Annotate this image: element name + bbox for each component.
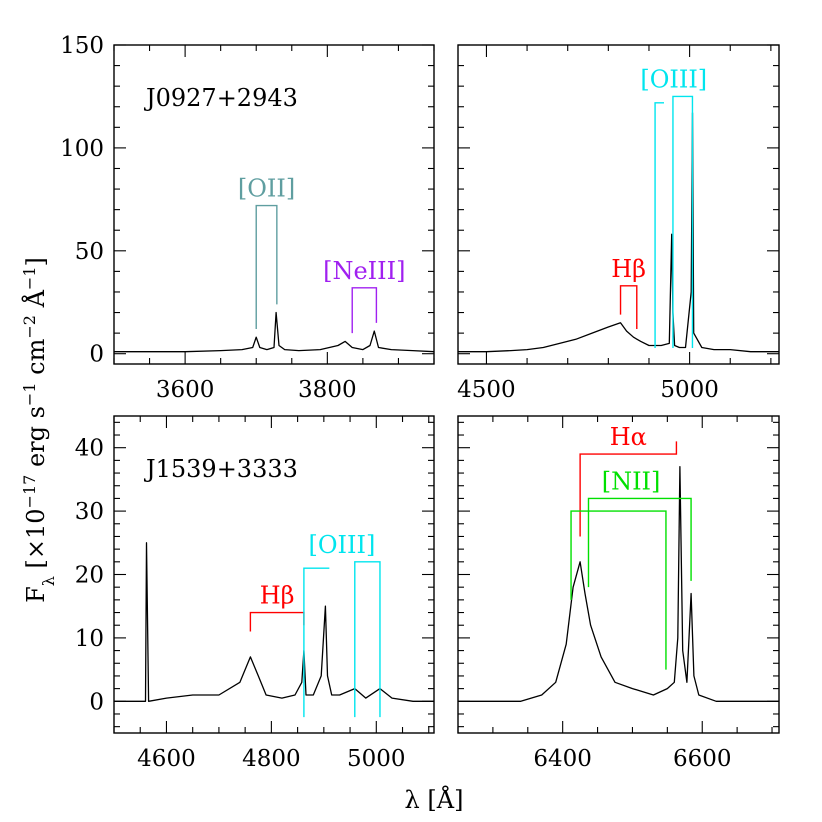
annotation-label: [OIII] <box>309 531 376 559</box>
spectrum-series <box>458 466 779 702</box>
bracket-line <box>654 102 665 349</box>
object-label: J1539+3333 <box>143 455 298 483</box>
x-tick-label: 4800 <box>242 746 301 772</box>
annotation-oiii: [OIII] <box>303 531 381 718</box>
annotation-h: Hβ <box>249 582 305 632</box>
panel-4: 6400 6600 Hα [NII] <box>457 415 780 772</box>
bracket-line <box>249 611 305 632</box>
annotation-label: [OIII] <box>640 65 707 93</box>
y-axis-title: Fλ [×10−17 erg s−1 cm−2 Å−1] <box>20 257 58 603</box>
annotation-oiii: [OIII] <box>640 65 707 349</box>
x-tick-label: 4600 <box>137 746 196 772</box>
x-tick-label: 5000 <box>347 746 406 772</box>
y-tick-label: 0 <box>89 342 104 368</box>
panel-2: 4500 5000 Hβ [OIII] <box>457 44 780 403</box>
y-tick-label: 150 <box>60 33 104 59</box>
panel-1: 0 50 100 150 3600 3800 J0927+2943 [OII] [NeIII] <box>60 33 435 403</box>
x-tick-label: 3800 <box>298 377 357 403</box>
annotation-label: Hβ <box>611 255 646 283</box>
bracket-line <box>587 497 692 588</box>
spectrum-series <box>114 542 434 702</box>
bracket-line <box>303 567 330 718</box>
object-label: J0927+2943 <box>143 84 298 112</box>
annotation-h: Hβ <box>611 255 646 330</box>
bracket-line <box>579 441 678 537</box>
bracket-line <box>255 204 278 330</box>
y-tick-label: 10 <box>75 626 104 652</box>
annotation-h: Hα <box>579 423 678 537</box>
axes-frame <box>457 415 780 734</box>
x-axis-title: λ [Å] <box>405 785 464 814</box>
x-tick-label: 6600 <box>673 746 732 772</box>
y-tick-label: 30 <box>75 499 104 525</box>
bracket-line <box>619 285 638 330</box>
spectrum-series <box>458 112 779 353</box>
annotation-label: [NII] <box>602 467 661 495</box>
spectrum-series <box>114 311 435 353</box>
bracket-line <box>672 95 694 349</box>
annotation-oii: [OII] <box>238 175 295 330</box>
annotation-label: Hα <box>610 423 647 451</box>
annotation-neiii: [NeIII] <box>323 257 405 334</box>
annotation-nii: [NII] <box>570 467 692 670</box>
y-tick-label: 0 <box>89 689 104 715</box>
annotation-label: [OII] <box>238 175 295 203</box>
bracket-line <box>570 510 667 670</box>
annotation-label: [NeIII] <box>323 257 405 285</box>
annotation-label: Hβ <box>260 582 295 610</box>
x-tick-label: 3600 <box>156 377 215 403</box>
bracket-line <box>351 287 378 334</box>
y-tick-label: 20 <box>75 563 104 589</box>
x-tick-label: 6400 <box>533 746 592 772</box>
x-tick-label: 5000 <box>660 377 719 403</box>
axes-frame <box>457 44 780 365</box>
axes-frame <box>113 44 435 365</box>
y-tick-label: 50 <box>75 239 104 265</box>
y-tick-label: 40 <box>75 436 104 462</box>
bracket-line <box>354 561 381 718</box>
y-tick-label: 100 <box>60 136 104 162</box>
x-tick-label: 4500 <box>457 377 516 403</box>
